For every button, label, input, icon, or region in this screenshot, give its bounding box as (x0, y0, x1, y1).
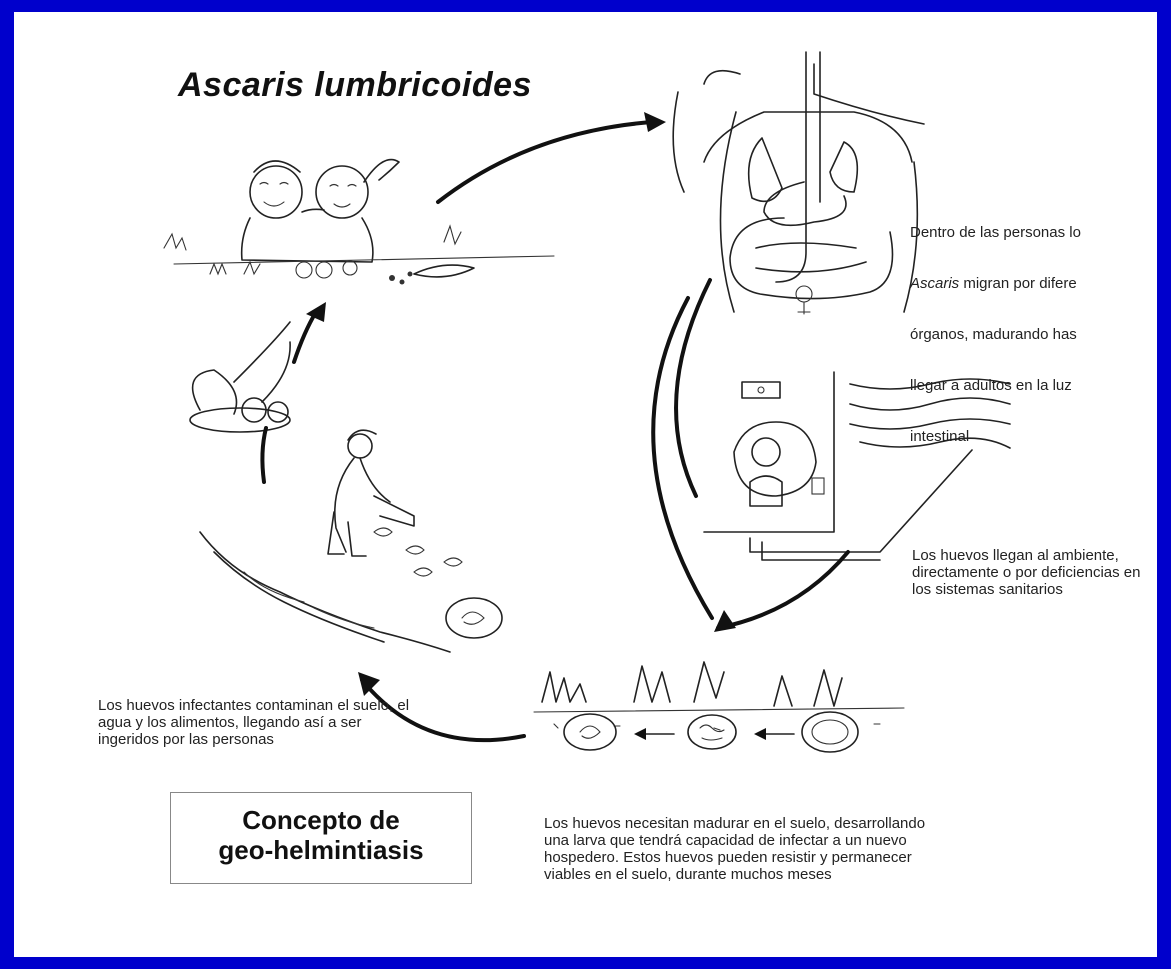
concept-text: Concepto de geo-helmintiasis (171, 805, 471, 865)
caption-line: llegar a adultos en la luz (910, 377, 1157, 394)
caption-infective-eggs: Los huevos infectantes contaminan el sue… (98, 697, 418, 748)
human-body-organs-illustration (673, 52, 924, 314)
caption-egg-maturation: Los huevos necesitan madurar en el suelo… (544, 815, 944, 883)
ascaris-italic: Ascaris (910, 275, 959, 292)
caption-line: intestinal (910, 428, 1157, 445)
caption-line: Ascaris migran por difere (910, 275, 1157, 292)
children-eating-illustration (164, 160, 554, 285)
soil-eggs-illustration (534, 662, 904, 752)
farmer-watering-illustration (200, 430, 502, 652)
food-plate-illustration (190, 322, 290, 432)
concept-box: Concepto de geo-helmintiasis (170, 792, 472, 884)
caption-line: órganos, madurando has (910, 326, 1157, 343)
caption-line: Dentro de las personas lo (910, 224, 1157, 241)
caption-eggs-environment: Los huevos llegan al ambiente, directame… (912, 547, 1157, 598)
concept-line-2: geo-helmintiasis (171, 835, 471, 865)
cycle-arrows (262, 112, 848, 740)
diagram-canvas: Ascaris lumbricoides Dentro de las perso… (14, 12, 1157, 957)
concept-line-1: Concepto de (171, 805, 471, 835)
diagram-title: Ascaris lumbricoides (178, 66, 532, 105)
caption-inside-body: Dentro de las personas lo Ascaris migran… (910, 190, 1157, 479)
caption-line-rest: migran por difere (959, 275, 1077, 292)
